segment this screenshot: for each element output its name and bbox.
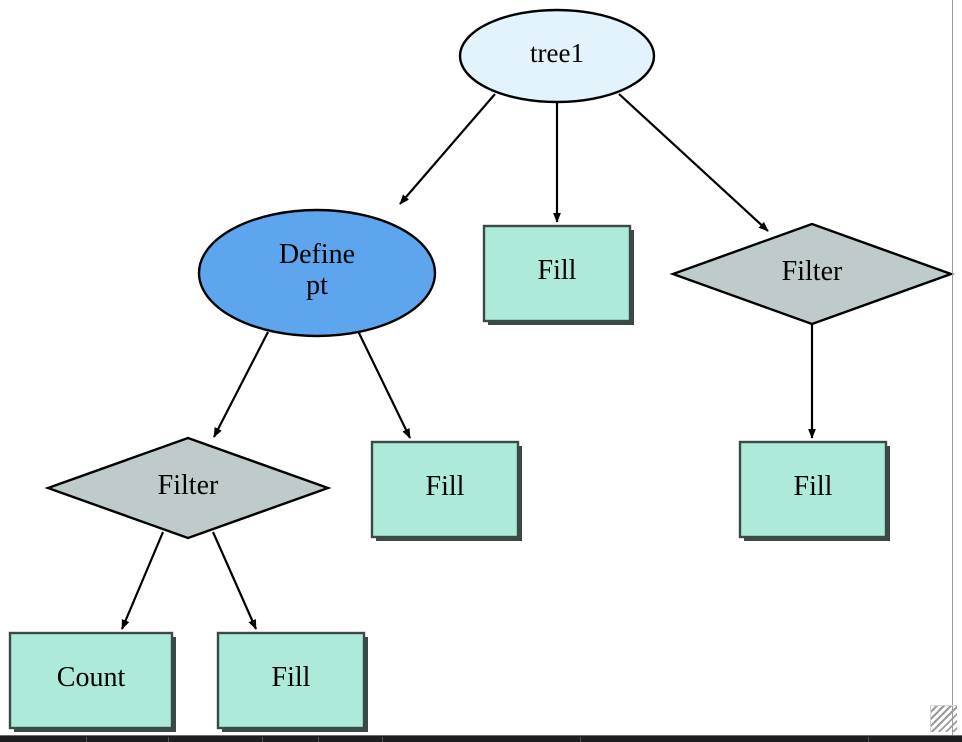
node-count[interactable]: [8, 631, 174, 730]
edge-filter_left-to-count: [120, 531, 165, 630]
node-define[interactable]: [197, 208, 437, 338]
edge-root-to-define: [399, 93, 496, 205]
node-filter_left[interactable]: [44, 436, 332, 540]
node-root[interactable]: [458, 8, 656, 104]
node-fill_bottom[interactable]: [216, 631, 366, 730]
node-fill_mid[interactable]: [370, 440, 520, 539]
edges-layer: [120, 93, 816, 630]
node-filter_right[interactable]: [669, 222, 955, 326]
node-fill_right[interactable]: [738, 440, 888, 539]
window-right-border: [952, 0, 953, 736]
edge-define-to-fill_mid: [357, 330, 411, 439]
edge-define-to-filter_left: [213, 331, 269, 438]
window-bottom-bar: [0, 735, 962, 742]
node-fill_top[interactable]: [482, 224, 632, 323]
edge-filter_left-to-fill_bottom: [211, 531, 258, 630]
edge-root-to-filter_right: [618, 93, 769, 232]
nodes-layer: [8, 8, 955, 732]
resize-grip-icon[interactable]: [930, 705, 957, 732]
